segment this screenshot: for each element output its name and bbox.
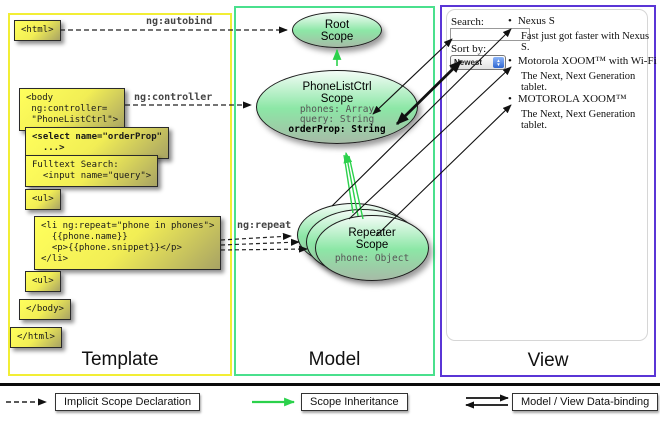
search-label: Search:: [451, 16, 484, 28]
ng-autobind-label: ng:autobind: [146, 16, 213, 27]
legend-model-view-data-binding: Model / View Data-binding: [512, 393, 659, 411]
model-column-label: Model: [308, 349, 361, 370]
phonelistctrl-scope-title: PhoneListCtrl Scope: [302, 81, 372, 105]
code-box-body-close: </body>: [19, 299, 71, 320]
sort-by-label: Sort by:: [451, 43, 487, 55]
bullet-icon: •: [508, 93, 512, 105]
legend-separator-line: [0, 383, 660, 386]
template-column-label: Template: [81, 349, 159, 370]
dropdown-stepper-icon: ▲▼: [493, 57, 504, 68]
code-box-html-close: </html>: [10, 327, 62, 348]
phone-item-desc: The Next, Next Generation tablet.: [521, 71, 636, 93]
phone-item-name: •Nexus S: [508, 15, 555, 27]
template-column: Template: [8, 13, 232, 376]
sort-dropdown[interactable]: Newest ▲▼: [450, 55, 506, 70]
phone-item-name: •MOTOROLA XOOM™: [508, 93, 627, 105]
view-column-label: View: [527, 350, 569, 371]
model-column: Model: [234, 6, 435, 376]
root-scope-ellipse: Root Scope: [292, 12, 382, 48]
code-box-li-repeat: <li ng:repeat="phone in phones"> {{phone…: [34, 216, 222, 270]
phonelistctrl-scope-ellipse: PhoneListCtrl Scope phones: Array query:…: [256, 70, 418, 144]
root-scope-title: Root Scope: [320, 19, 354, 43]
code-box-fulltext-search: Fulltext Search: <input name="query">: [25, 155, 159, 187]
code-box-ul-close: <ul>: [25, 271, 61, 292]
repeater-scope-title: Repeater Scope: [348, 227, 396, 251]
scope-prop-orderprop: orderProp: String: [288, 124, 386, 135]
phone-item-desc: The Next, Next Generation tablet.: [521, 109, 636, 131]
sort-dropdown-value: Newest: [454, 58, 483, 67]
ng-controller-label: ng:controller: [134, 92, 213, 103]
phone-item-desc: Fast just got faster with Nexus S.: [521, 31, 650, 53]
code-box-body-open: <body ng:controller= "PhoneListCtrl">: [19, 88, 126, 131]
code-box-html-open: <html>: [14, 20, 61, 41]
search-input[interactable]: [450, 28, 530, 41]
scope-prop-phone: phone: Object: [334, 253, 410, 264]
code-box-ul-open: <ul>: [25, 189, 61, 210]
legend-scope-inheritance: Scope Inheritance: [301, 393, 408, 411]
repeater-scope-ellipse-front: Repeater Scope phone: Object: [315, 215, 429, 281]
ng-repeat-label: ng:repeat: [237, 220, 292, 231]
bullet-icon: •: [508, 15, 512, 27]
phone-item-name: •Motorola XOOM™ with Wi-Fi: [508, 55, 657, 67]
bullet-icon: •: [508, 55, 512, 67]
legend-implicit-scope-declaration: Implicit Scope Declaration: [55, 393, 201, 411]
